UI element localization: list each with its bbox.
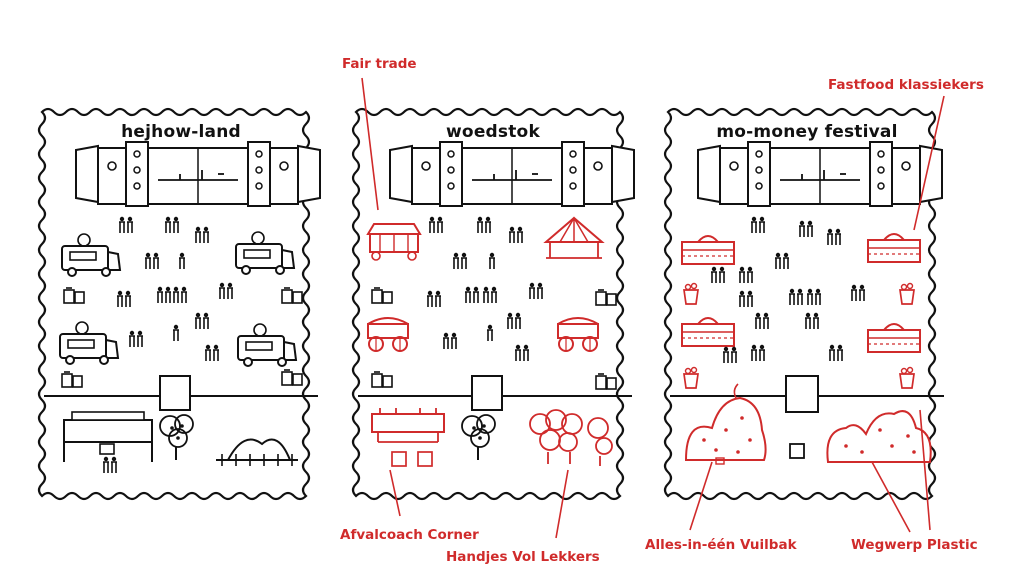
callout-wegwerp-plastic: Wegwerp Plastic bbox=[851, 537, 978, 553]
callout-alles-in-een-vuilbak: Alles-in-één Vuilbak bbox=[645, 537, 797, 553]
main-stage-2 bbox=[389, 141, 635, 207]
callout-line-fair-trade bbox=[361, 77, 379, 211]
callout-fair-trade: Fair trade bbox=[342, 56, 417, 72]
entrance-gate bbox=[159, 375, 191, 411]
fence-with-bush bbox=[216, 438, 298, 466]
festival-panel-woedstok bbox=[351, 107, 635, 501]
callout-line-handjes bbox=[555, 469, 569, 539]
handjes-vol-lekkers-bushes bbox=[529, 409, 613, 466]
callout-fastfood-klassiekers: Fastfood klassiekers bbox=[828, 77, 984, 93]
festival-title-2: woedstok bbox=[446, 122, 540, 142]
callout-line-fastfood bbox=[913, 95, 945, 231]
panel-frame-2 bbox=[351, 107, 625, 501]
entrance-gate bbox=[471, 375, 503, 411]
callout-line-afvalcoach bbox=[389, 469, 401, 517]
festival-title-3: mo-money festival bbox=[716, 122, 898, 142]
festival-panel-hejhow-land bbox=[37, 107, 321, 501]
callout-lines bbox=[361, 77, 945, 539]
panel-frame-1 bbox=[37, 107, 311, 501]
callout-afvalcoach-corner: Afvalcoach Corner bbox=[340, 527, 479, 543]
main-stage-1 bbox=[75, 141, 321, 207]
bin bbox=[789, 443, 805, 459]
festival-panel-mo-money-festival bbox=[663, 107, 944, 501]
callout-line-wegwerp-2 bbox=[919, 409, 931, 531]
callout-handjes-vol-lekkers: Handjes Vol Lekkers bbox=[446, 549, 600, 565]
callout-line-alles-in-een bbox=[689, 461, 713, 531]
entrance-gate bbox=[785, 375, 819, 413]
main-stage-3 bbox=[697, 141, 943, 207]
building bbox=[63, 411, 153, 462]
callout-line-wegwerp-1 bbox=[871, 461, 911, 533]
afvalcoach-corner-building bbox=[371, 408, 445, 467]
alles-in-een-vuilbak bbox=[684, 383, 767, 465]
festival-title-1: hejhow-land bbox=[121, 122, 241, 142]
